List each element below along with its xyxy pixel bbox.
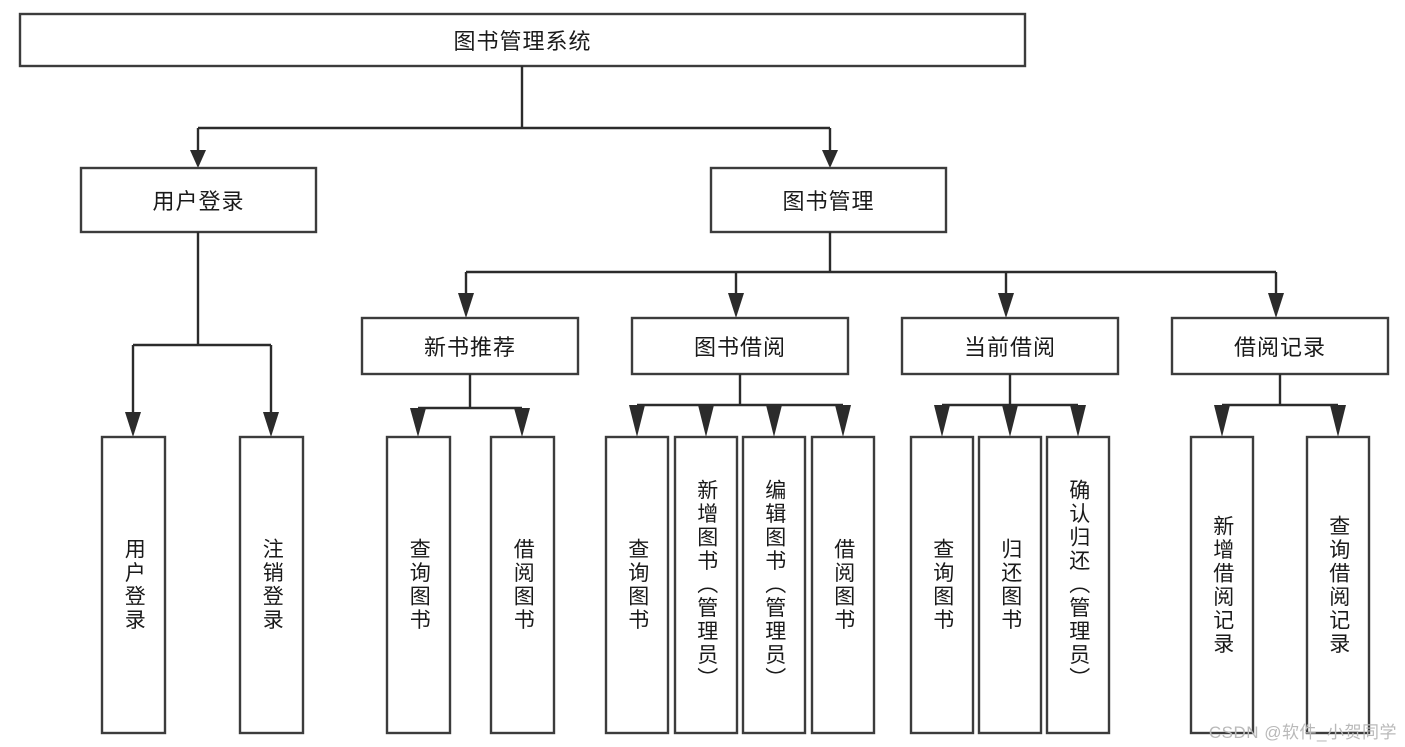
arrowhead-nb-leaf1: [410, 408, 426, 437]
arrowhead-cb-leaf2: [1002, 405, 1018, 437]
arrowhead-borrow-record: [1268, 293, 1284, 318]
leaf-box-borrow-record-0[interactable]: [1189, 435, 1255, 735]
leaf-box-book-borrow-2[interactable]: [741, 435, 807, 735]
arrowhead-new-book: [458, 293, 474, 318]
csdn-watermark: CSDN @软件_小贺同学: [1208, 723, 1397, 742]
arrowhead-bb-leaf2: [698, 405, 714, 437]
node-current-borrow[interactable]: [900, 316, 1120, 376]
node-root-book-management-system[interactable]: [18, 12, 1027, 68]
leaf-box-book-borrow-3[interactable]: [810, 435, 876, 735]
arrowhead-br-leaf2: [1330, 405, 1346, 437]
node-book-borrow[interactable]: [630, 316, 850, 376]
arrowhead-leaf-logout: [263, 412, 279, 437]
arrowhead-user-login: [190, 150, 206, 168]
node-user-login[interactable]: [79, 166, 318, 234]
leaf-box-user-login-0[interactable]: [100, 435, 167, 735]
leaf-box-borrow-record-1[interactable]: [1305, 435, 1371, 735]
arrowhead-br-leaf1: [1214, 405, 1230, 437]
node-book-management[interactable]: [709, 166, 948, 234]
arrowhead-current-borrow: [998, 293, 1014, 318]
arrowhead-cb-leaf3: [1070, 405, 1086, 437]
node-new-book-recommend[interactable]: [360, 316, 580, 376]
arrowhead-book-borrow: [728, 293, 744, 318]
leaf-box-current-borrow-2[interactable]: [1045, 435, 1111, 735]
arrowhead-bb-leaf3: [766, 405, 782, 437]
arrowhead-bb-leaf4: [835, 405, 851, 437]
leaf-box-current-borrow-0[interactable]: [909, 435, 975, 735]
arrowhead-cb-leaf1: [934, 405, 950, 437]
leaf-box-book-borrow-0[interactable]: [604, 435, 670, 735]
arrowhead-book-management: [822, 150, 838, 168]
arrowhead-leaf-user-login: [125, 412, 141, 437]
leaf-box-new-book-1[interactable]: [489, 435, 556, 735]
leaf-box-user-login-1[interactable]: [238, 435, 305, 735]
node-borrow-record[interactable]: [1170, 316, 1390, 376]
arrowhead-bb-leaf1: [629, 405, 645, 437]
leaf-box-new-book-0[interactable]: [385, 435, 452, 735]
arrowhead-nb-leaf2: [514, 408, 530, 437]
leaf-box-book-borrow-1[interactable]: [673, 435, 739, 735]
leaf-box-current-borrow-1[interactable]: [977, 435, 1043, 735]
